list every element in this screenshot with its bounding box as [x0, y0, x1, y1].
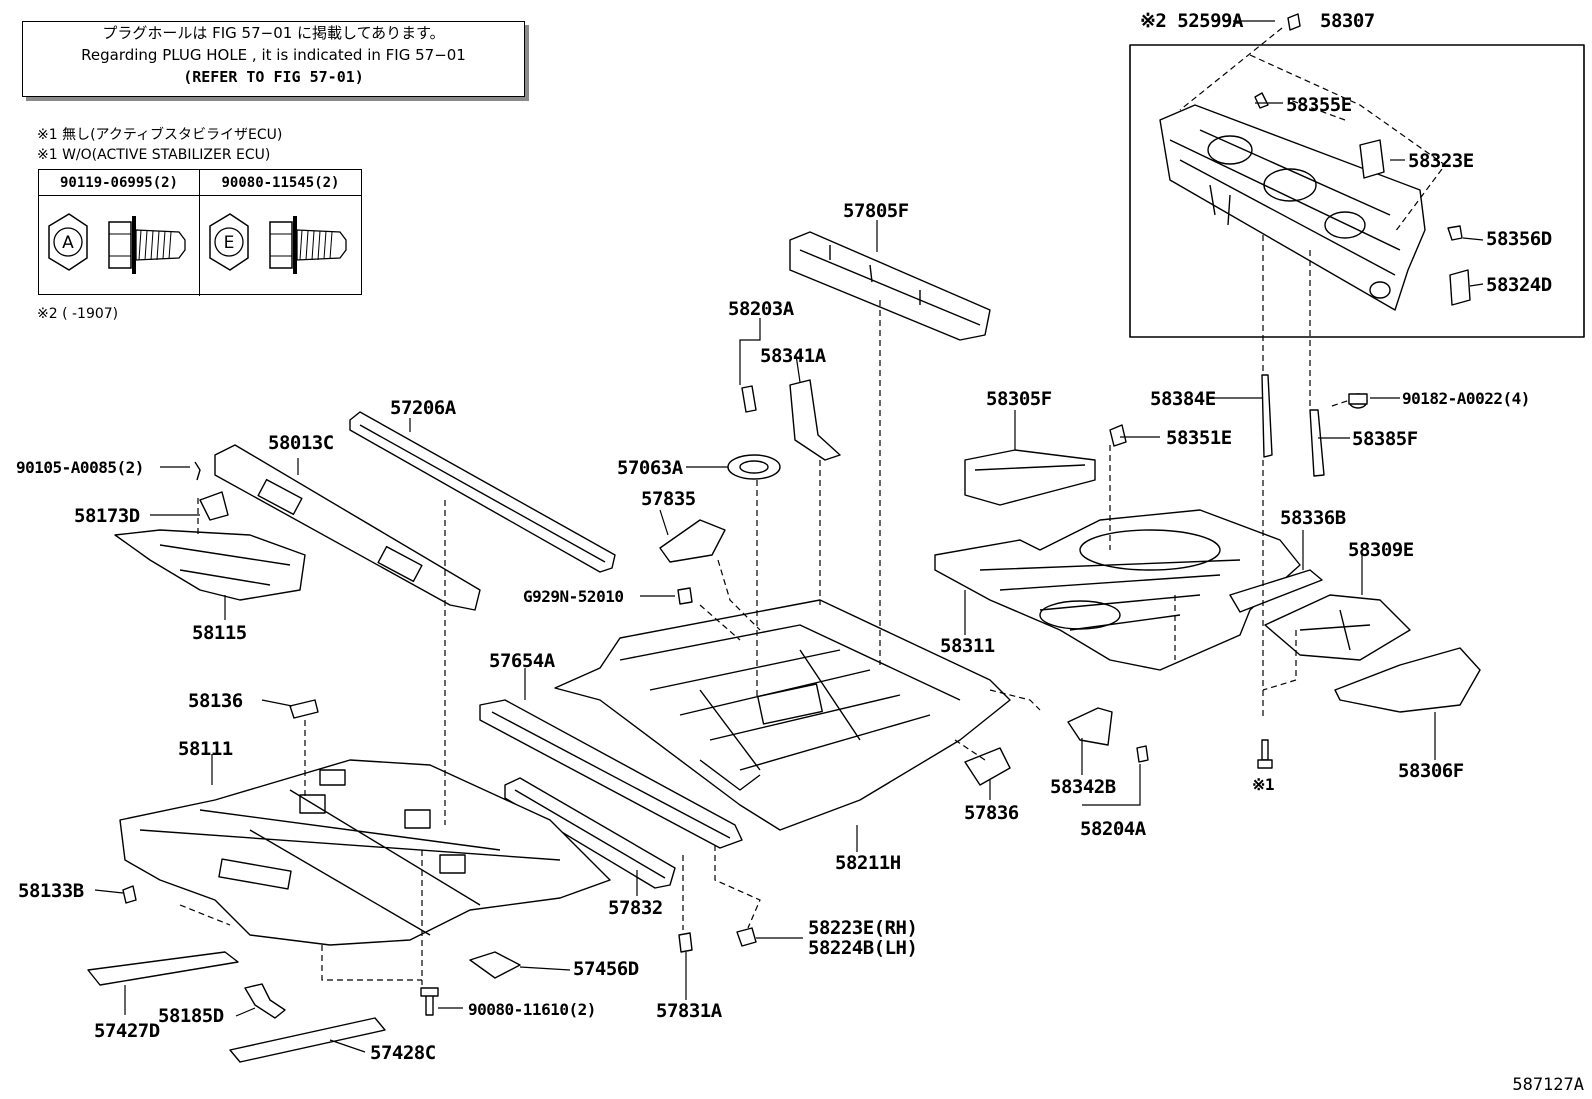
bracket-58341A	[789, 379, 841, 461]
center-floor-58211H	[554, 599, 1011, 831]
label-90105-A0085: 90105-A0085(2)	[16, 458, 144, 477]
note-line-refer: (REFER TO FIG 57-01)	[183, 68, 364, 86]
label-58013C: 58013C	[268, 432, 334, 454]
member-58336B	[1229, 569, 1323, 613]
label-58341A: 58341A	[760, 345, 826, 367]
plug-hole-note-box: プラグホールは FIG 57−01 に掲載してあります。 Regarding P…	[22, 21, 525, 97]
bolt-legend-table: 90119-06995(2) 90080-11545(2) A E	[38, 169, 362, 296]
panel-58115	[114, 529, 306, 601]
note-line-ja: プラグホールは FIG 57−01 に掲載してあります。	[102, 24, 445, 42]
front-floor-58111	[119, 759, 611, 946]
plate-57063A	[727, 454, 781, 480]
legend-note2: ※2 ( -1907)	[37, 306, 119, 322]
label-58185D: 58185D	[158, 1005, 224, 1027]
label-57427D: 57427D	[94, 1020, 160, 1042]
label-90080-11610: 90080-11610(2)	[468, 1000, 596, 1019]
figure-code: 587127A	[1512, 1075, 1584, 1095]
label-58311: 58311	[940, 635, 995, 657]
legend-note1-ja: ※1 無し(アクティブスタビライザECU)	[37, 127, 283, 143]
bolt-e-illustration: E	[200, 196, 361, 296]
label-58115: 58115	[192, 622, 247, 644]
rear-panel-58307	[1159, 104, 1426, 311]
label-57654A: 57654A	[489, 650, 555, 672]
sill-57654A	[479, 699, 743, 849]
label-58111: 58111	[178, 738, 233, 760]
bracket-58173D	[199, 491, 229, 521]
rail-58384E	[1261, 374, 1273, 458]
label-52599A: ※2 52599A	[1140, 10, 1243, 32]
label-58355E: 58355E	[1286, 94, 1352, 116]
label-58384E: 58384E	[1150, 388, 1216, 410]
plate-57836	[964, 747, 1011, 786]
bolt-mark-e: E	[224, 233, 235, 253]
label-58351E: 58351E	[1166, 427, 1232, 449]
label-58224B: 58224B(LH)	[808, 937, 918, 959]
label-58336B: 58336B	[1280, 507, 1346, 529]
plate-57428C	[229, 1017, 386, 1063]
label-57206A: 57206A	[390, 397, 456, 419]
label-57832: 57832	[608, 897, 663, 919]
label-90182-A0022: 90182-A0022(4)	[1402, 389, 1530, 408]
rear-panel-group-box	[1129, 44, 1585, 338]
label-57835: 57835	[641, 488, 696, 510]
legend-note1-en: ※1 W/O(ACTIVE STABILIZER ECU)	[37, 147, 271, 163]
label-58203A: 58203A	[728, 298, 794, 320]
label-58173D: 58173D	[74, 505, 140, 527]
bolt-mark-a: A	[62, 233, 74, 253]
label-58385F: 58385F	[1352, 428, 1418, 450]
crossmember-57805F	[789, 231, 991, 341]
label-58305F: 58305F	[986, 388, 1052, 410]
member-57206A	[349, 411, 616, 573]
label-58356D: 58356D	[1486, 228, 1552, 250]
label-58307: 58307	[1320, 10, 1375, 32]
label-58323E: 58323E	[1408, 150, 1474, 172]
label-note1-marker: ※1	[1252, 775, 1275, 794]
label-57831A: 57831A	[656, 1000, 722, 1022]
label-58309E: 58309E	[1348, 539, 1414, 561]
label-58204A: 58204A	[1080, 818, 1146, 840]
label-58324D: 58324D	[1486, 274, 1552, 296]
bolt-part-a: 90119-06995(2)	[39, 170, 200, 196]
label-G929N-52010: G929N-52010	[523, 587, 624, 606]
panel-58306F	[1334, 647, 1481, 713]
plate-57835	[659, 519, 726, 563]
label-58342B: 58342B	[1050, 776, 1116, 798]
label-58223E: 58223E(RH)	[808, 917, 918, 939]
label-57805F: 57805F	[843, 200, 909, 222]
reinforcement-57832	[504, 777, 676, 889]
bracket-58185D	[244, 983, 286, 1019]
label-58133B: 58133B	[18, 880, 84, 902]
label-57456D: 57456D	[573, 958, 639, 980]
plate-57427D	[87, 951, 239, 986]
label-58136: 58136	[188, 690, 243, 712]
rail-58385F	[1309, 409, 1325, 477]
plate-57456D	[469, 951, 521, 979]
panel-58305F	[964, 449, 1096, 506]
label-57063A: 57063A	[617, 457, 683, 479]
note-line-en: Regarding PLUG HOLE , it is indicated in…	[81, 46, 466, 64]
bracket-58342B	[1067, 707, 1113, 746]
label-57428C: 57428C	[370, 1042, 436, 1064]
bolt-part-e: 90080-11545(2)	[200, 170, 361, 196]
member-58013C	[214, 444, 481, 611]
label-58306F: 58306F	[1398, 760, 1464, 782]
label-58211H: 58211H	[835, 852, 901, 874]
bolt-a-illustration: A	[39, 196, 200, 296]
label-57836: 57836	[964, 802, 1019, 824]
rear-floor-58311	[934, 509, 1301, 671]
